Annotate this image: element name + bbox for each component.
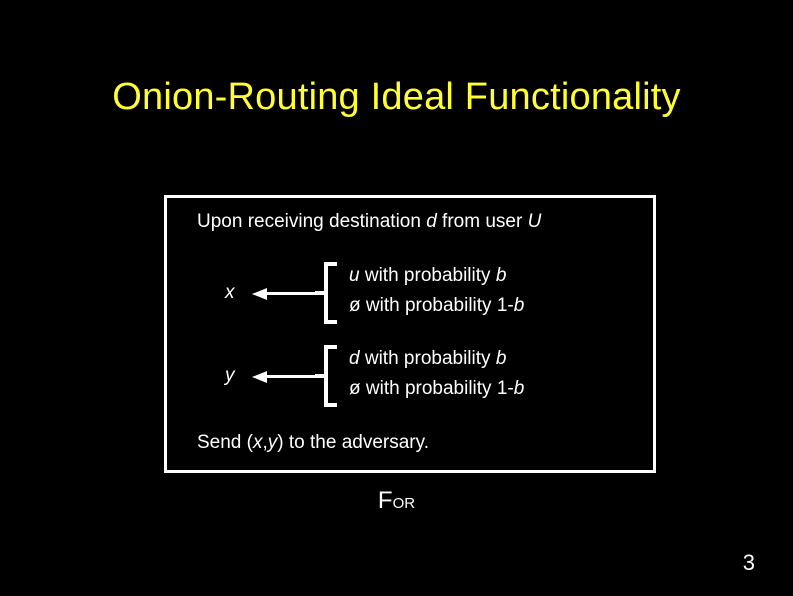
brace-cap-top: [324, 345, 337, 349]
send-comma: ,: [262, 432, 268, 453]
arrow-shaft: [266, 375, 316, 378]
intro-var-d: d: [426, 211, 437, 232]
functionality-label: FOR: [0, 487, 793, 518]
functionality-label-main: F: [377, 487, 393, 514]
arrow-shaft: [266, 292, 316, 295]
send-var-y: y: [267, 432, 278, 453]
brace-cap-top: [324, 262, 337, 266]
brace-nub: [315, 291, 325, 295]
page-title: Onion-Routing Ideal Functionality: [112, 76, 681, 118]
branch-options-x: u with probability b ø with probability …: [349, 261, 524, 321]
intro-var-u: U: [527, 211, 542, 232]
brace-nub: [315, 374, 325, 378]
intro-line: Upon receiving destination d from user U: [197, 209, 541, 235]
branch-option: ø with probability 1-b: [349, 291, 524, 321]
send-var-x: x: [252, 432, 263, 453]
functionality-label-subscript: OR: [392, 495, 416, 512]
branch-variable-y: y: [225, 365, 235, 386]
option-value: ø: [349, 295, 361, 316]
option-value: ø: [349, 378, 361, 399]
brace-icon: [315, 262, 337, 324]
option-value: d: [349, 348, 360, 369]
option-value: u: [349, 265, 360, 286]
intro-part2: from user: [436, 211, 528, 232]
brace-cap-bottom: [324, 320, 337, 324]
brace-cap-bottom: [324, 403, 337, 407]
branch-options-y: d with probability b ø with probability …: [349, 344, 524, 404]
option-prob: b: [513, 295, 525, 316]
branch-option: u with probability b: [349, 261, 524, 291]
send-line: Send (x,y) to the adversary.: [197, 430, 429, 456]
brace-icon: [315, 345, 337, 407]
option-prob: b: [495, 265, 507, 286]
option-text: with probability 1-: [360, 378, 514, 399]
arrow-head: [252, 371, 267, 383]
option-text: with probability: [359, 348, 496, 369]
brace-spine: [324, 345, 328, 407]
branch-group-x: x u with probability b ø with probabilit…: [197, 260, 637, 326]
left-arrow-icon: [252, 371, 316, 383]
option-prob: b: [495, 348, 507, 369]
option-prob: b: [513, 378, 525, 399]
functionality-box: Upon receiving destination d from user U…: [164, 195, 656, 473]
branch-group-y: y d with probability b ø with probabilit…: [197, 343, 637, 409]
branch-variable-x: x: [225, 282, 235, 303]
left-arrow-icon: [252, 288, 316, 300]
send-part2: ) to the adversary.: [277, 432, 429, 453]
brace-spine: [324, 262, 328, 324]
page-number: 3: [742, 550, 755, 575]
option-text: with probability: [359, 265, 496, 286]
arrow-head: [252, 288, 267, 300]
intro-part1: Upon receiving destination: [197, 211, 427, 232]
send-part1: Send (: [197, 432, 253, 453]
branch-option: ø with probability 1-b: [349, 374, 524, 404]
branch-option: d with probability b: [349, 344, 524, 374]
option-text: with probability 1-: [360, 295, 514, 316]
